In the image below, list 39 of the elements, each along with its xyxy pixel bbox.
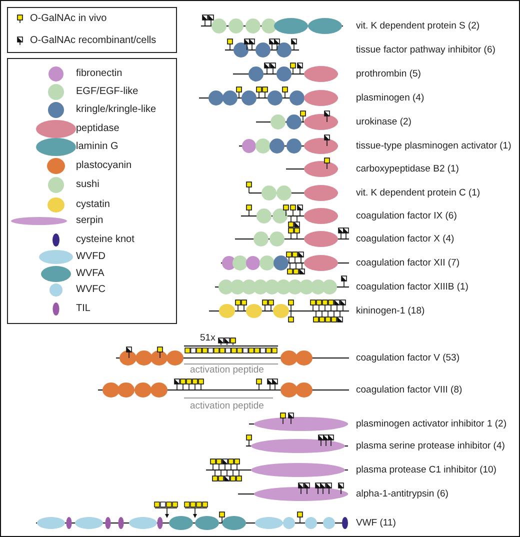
legend-label: sushi: [76, 180, 100, 190]
protein-label: vit. K dependent protein S (2): [356, 21, 480, 31]
legend-label: cystatin: [76, 200, 110, 210]
legend-label: laminin G: [76, 142, 118, 152]
protein-label: coagulation factor X (4): [356, 234, 454, 244]
protein-label: prothrombin (5): [356, 69, 421, 79]
protein-label: coagulation factor XII (7): [356, 258, 460, 268]
protein-label: urokinase (2): [356, 117, 412, 127]
legend-label: WVFA: [76, 269, 104, 279]
repeat-count-label: 51x: [200, 333, 216, 343]
protein-label: VWF (11): [356, 518, 396, 528]
legend-label: serpin: [76, 216, 104, 226]
protein-label: coagulation factor IX (6): [356, 211, 457, 221]
legend-label: O-GalNAc in vivo: [30, 14, 107, 24]
protein-label: tissue factor pathway inhibitor (6): [356, 45, 496, 55]
legend-label: O-GalNAc recombinant/cells: [30, 36, 156, 46]
legend-label: TIL: [76, 304, 90, 314]
legend-label: WVFC: [76, 285, 106, 295]
legend-label: plastocyanin: [76, 161, 132, 171]
protein-label: tissue-type plasminogen activator (1): [356, 141, 512, 151]
legend-label: EGF/EGF-like: [76, 87, 138, 97]
protein-label: coagulation factor V (53): [356, 353, 460, 363]
protein-label: plasma protease C1 inhibitor (10): [356, 465, 496, 475]
protein-label: coagulation factor XIIIB (1): [356, 282, 468, 292]
legend-label: fibronectin: [76, 69, 122, 79]
protein-label: kininogen-1 (18): [356, 306, 425, 316]
protein-label: alpha-1-antitrypsin (6): [356, 489, 448, 499]
legend-label: WVFD: [76, 252, 106, 262]
legend-label: kringle/kringle-like: [76, 105, 156, 115]
protein-label: plasminogen activator inhibitor 1 (2): [356, 419, 506, 429]
protein-label: plasma serine protease inhibitor (4): [356, 441, 505, 451]
region-label: activation peptide: [190, 401, 264, 411]
protein-label: carboxypeptidase B2 (1): [356, 164, 459, 174]
protein-label: vit. K dependent protein C (1): [356, 188, 480, 198]
legend-label: cysteine knot: [76, 235, 134, 245]
protein-label: plasminogen (4): [356, 93, 424, 103]
legend-label: peptidase: [76, 124, 120, 134]
region-label: activation peptide: [190, 365, 264, 375]
protein-label: coagulation factor VIII (8): [356, 385, 462, 395]
